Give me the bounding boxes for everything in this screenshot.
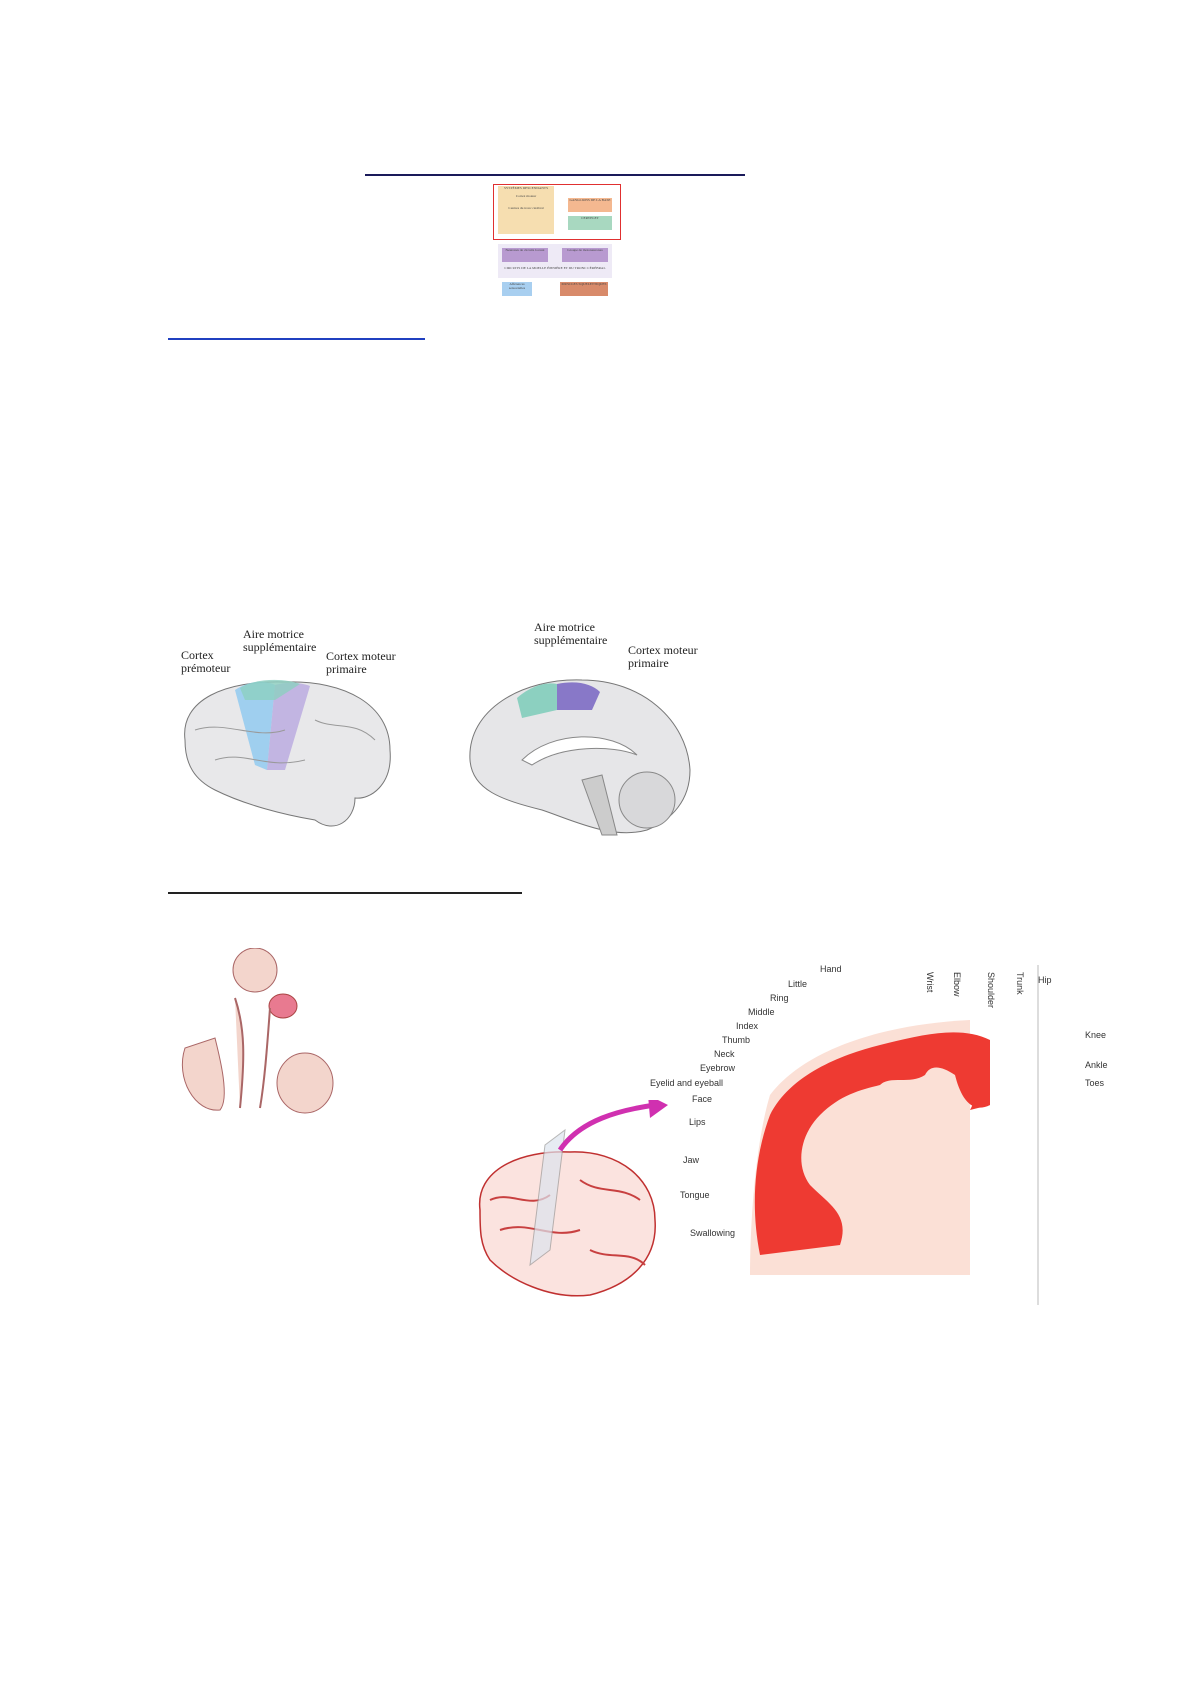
label-elbow: Elbow (952, 972, 962, 997)
label-wrist: Wrist (925, 972, 935, 993)
diagram-sensory: Afférences sensorielles (502, 282, 532, 296)
section-underline (168, 338, 425, 340)
diagram-spinal: CIRCUITS DE LA MOELLE ÉPINIÈRE ET DU TRO… (504, 266, 606, 270)
label-little: Little (788, 979, 808, 989)
label-knee: Knee (1085, 1030, 1107, 1040)
label-thumb: Thumb (722, 1035, 751, 1045)
label-hand: Hand (820, 964, 842, 974)
label-shoulder: Shoulder (986, 972, 996, 1009)
cortex-section-figure (700, 965, 1040, 1305)
heading-underline (365, 174, 745, 176)
label-hip: Hip (1038, 975, 1052, 985)
label-primary-motor-medial: Cortex moteur primaire (628, 643, 698, 670)
label-face: Face (692, 1094, 713, 1104)
label-premotor-cortex: Cortex prémoteur (181, 648, 231, 675)
brain-red-illustration (479, 1095, 668, 1297)
label-jaw: Jaw (683, 1155, 700, 1165)
diagram-cerebellum: CERVELET (568, 216, 612, 230)
diagram-muscles: MUSCLES SQUELETTIQUES (560, 282, 608, 296)
label-neck: Neck (714, 1049, 735, 1059)
brain-slice-figure (470, 1095, 670, 1305)
label-toes: Toes (1085, 1078, 1105, 1088)
label-lips: Lips (689, 1117, 706, 1127)
brain-medial-figure (462, 670, 697, 840)
label-primary-motor-lateral: Cortex moteur primaire (326, 649, 396, 676)
label-swallowing: Swallowing (690, 1228, 736, 1238)
diagram-descending: SYSTÈMES DESCENDANTS (503, 186, 549, 190)
homunculus-illustration (181, 947, 334, 1114)
label-trunk: Trunk (1015, 972, 1025, 995)
diagram-motor-neurons: Groupe de motoneurones (562, 248, 608, 262)
label-index: Index (736, 1021, 759, 1031)
label-middle: Middle (748, 1007, 775, 1017)
brain-lateral-figure (175, 620, 415, 840)
section-underline-2 (168, 892, 522, 894)
brain-lateral-illustration (184, 679, 391, 827)
brain-medial-illustration (469, 679, 691, 836)
diagram-motor-cortex: Cortex moteur (515, 194, 537, 198)
label-ring: Ring (770, 993, 789, 1003)
label-sma-lateral: Aire motrice supplémentaire (243, 627, 317, 654)
cortex-section-illustration (750, 965, 1039, 1305)
diagram-brainstem: Centres du tronc cérébral (508, 206, 544, 210)
label-eyelid-eyeball: Eyelid and eyeball (650, 1078, 724, 1088)
label-ankle: Ankle (1085, 1060, 1108, 1070)
diagram-basal-ganglia: GANGLIONS DE LA BASE (568, 198, 612, 212)
motor-homunculus-figure (175, 947, 335, 1123)
label-tongue: Tongue (680, 1190, 710, 1200)
diagram-local-circuits: Neurones de circuits locaux (502, 248, 548, 262)
label-sma-medial: Aire motrice supplémentaire (534, 620, 608, 647)
label-eyebrow: Eyebrow (700, 1063, 736, 1073)
